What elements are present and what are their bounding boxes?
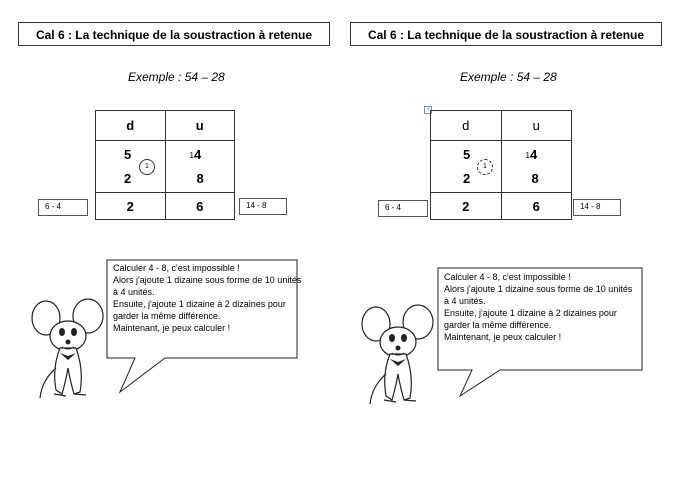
- bubble-line: Alors j'ajoute 1 dizaine sous forme de 1…: [444, 284, 633, 294]
- bubble-line: garder la même différence.: [113, 311, 221, 321]
- bubble-line: Calculer 4 - 8, c'est impossible !: [444, 272, 571, 282]
- tens-operands: 5 2 1: [95, 140, 166, 193]
- bubble-text: Calculer 4 - 8, c'est impossible ! Alors…: [113, 262, 301, 334]
- tens-header: d: [430, 110, 502, 141]
- units-bottom: 8: [531, 171, 539, 186]
- result-units: 6: [164, 192, 235, 220]
- units-calc-note: 14 - 8: [573, 199, 621, 216]
- worksheet-title: Cal 6 : La technique de la soustraction …: [350, 22, 662, 46]
- result-tens: 2: [430, 192, 502, 220]
- speech-bubble: [106, 259, 298, 394]
- mouse-illustration: [31, 298, 104, 399]
- tens-bottom: 2: [463, 171, 471, 186]
- units-top: 4: [193, 147, 202, 162]
- units-carry: 1: [189, 151, 194, 161]
- bubble-text: Calculer 4 - 8, c'est impossible ! Alors…: [444, 271, 632, 343]
- units-top: 4: [529, 147, 538, 162]
- units-top-group: 14: [190, 147, 202, 162]
- result-tens: 2: [95, 192, 166, 220]
- carry-circle: 1: [477, 159, 493, 175]
- example-label: Exemple : 54 – 28: [128, 70, 225, 84]
- bubble-line: Calculer 4 - 8, c'est impossible !: [113, 263, 240, 273]
- units-header: u: [500, 110, 572, 141]
- tens-calc-note: 6 - 4: [38, 199, 88, 216]
- units-top-group: 14: [526, 147, 538, 162]
- bubble-line: Ensuite, j'ajoute 1 dizaine à 2 dizaines…: [444, 308, 617, 318]
- bubble-line: garder la même différence.: [444, 320, 552, 330]
- right-worksheet: Cal 6 : La technique de la soustraction …: [340, 0, 680, 480]
- tens-bottom: 2: [124, 171, 132, 186]
- result-units: 6: [500, 192, 572, 220]
- subtraction-table: d u 5 2 1 14 8 2 6: [95, 110, 235, 220]
- bubble-line: à 4 unités.: [444, 296, 486, 306]
- example-label: Exemple : 54 – 28: [460, 70, 557, 84]
- units-bottom: 8: [196, 171, 204, 186]
- bubble-line: Maintenant, je peux calculer !: [113, 323, 231, 333]
- units-operands: 14 8: [164, 140, 235, 193]
- units-carry: 1: [525, 151, 530, 161]
- tens-calc-note: 6 - 4: [378, 200, 428, 217]
- carry-circle: 1: [139, 159, 155, 175]
- tens-top: 5: [124, 147, 132, 162]
- tens-operands: 5 2 1: [430, 140, 502, 193]
- bubble-line: Maintenant, je peux calculer !: [444, 332, 562, 342]
- bubble-line: Alors j'ajoute 1 dizaine sous forme de 1…: [113, 275, 302, 285]
- speech-bubble: [437, 267, 643, 398]
- mouse-illustration: [361, 304, 434, 405]
- bubble-line: Ensuite, j'ajoute 1 dizaine à 2 dizaines…: [113, 299, 286, 309]
- subtraction-table: d u 5 2 1 14 8 2 6: [430, 110, 572, 220]
- worksheet-title: Cal 6 : La technique de la soustraction …: [18, 22, 330, 46]
- tens-top: 5: [463, 147, 471, 162]
- bubble-line: à 4 unités.: [113, 287, 155, 297]
- units-operands: 14 8: [500, 140, 572, 193]
- left-worksheet: Cal 6 : La technique de la soustraction …: [18, 22, 330, 399]
- units-calc-note: 14 - 8: [239, 198, 287, 215]
